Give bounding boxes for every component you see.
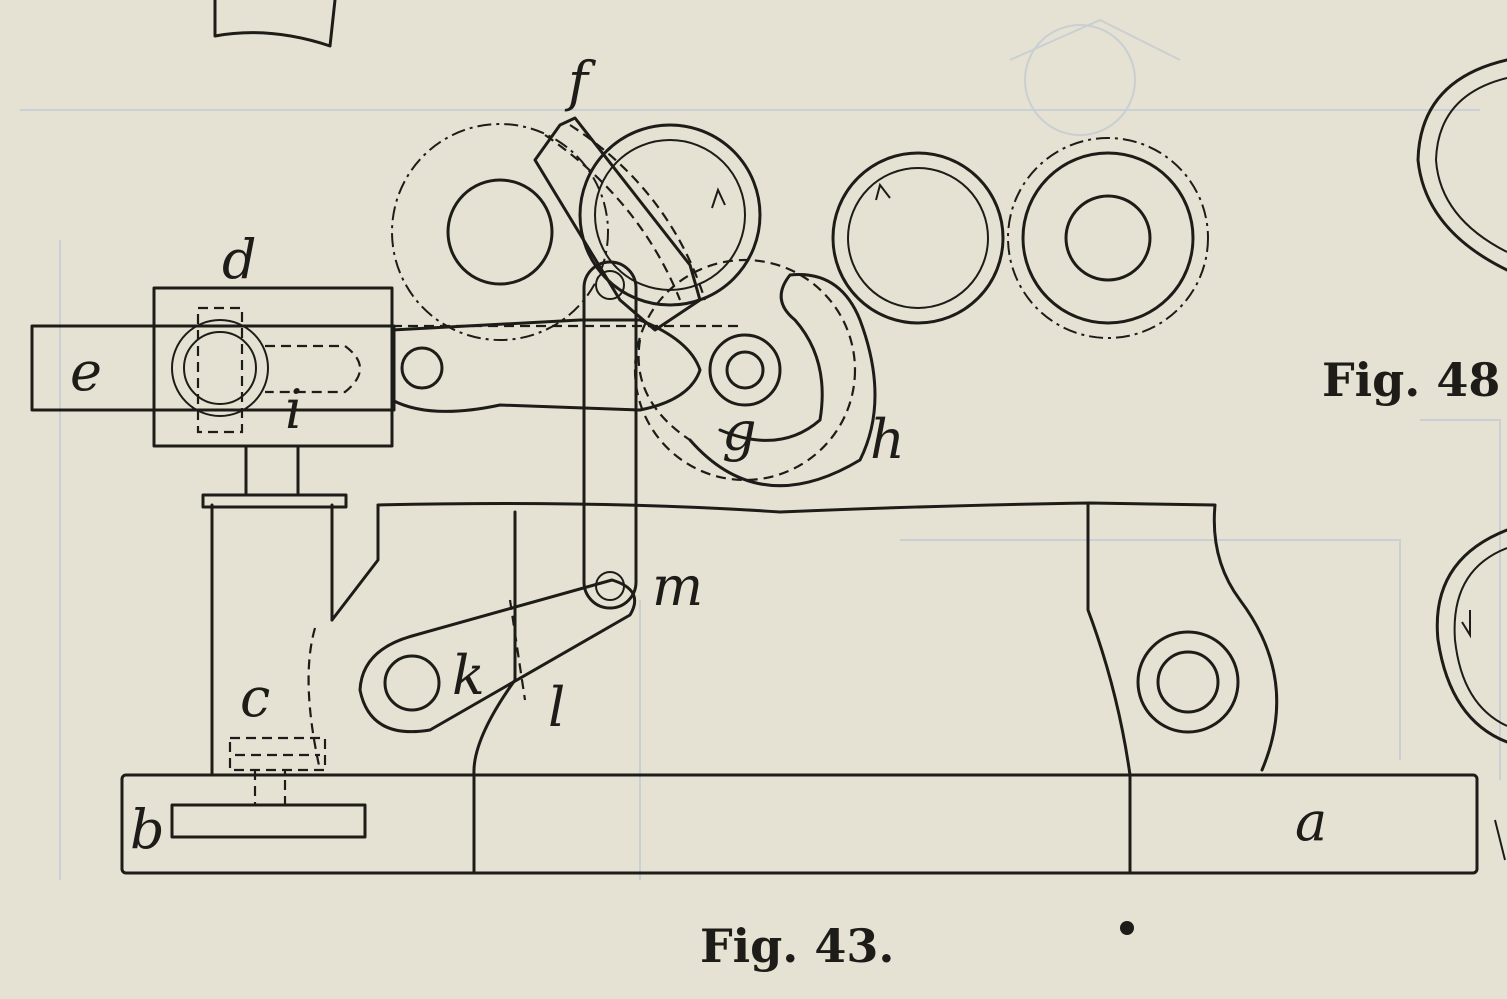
cam-f (533, 116, 707, 332)
head-block-d (30, 286, 396, 448)
show-through-lines (20, 18, 1501, 880)
label-m: m (652, 555, 703, 618)
top-stub (213, 0, 337, 48)
main-frame (307, 501, 1279, 875)
roll-right-a (831, 151, 1005, 325)
label-k: k (452, 644, 485, 707)
fig48-fragment (1416, 58, 1507, 861)
link-rod (582, 260, 638, 610)
roll-right-b (1007, 137, 1209, 339)
left-pillar (170, 446, 367, 839)
label-i: i (285, 378, 302, 441)
crank-arm (390, 318, 740, 413)
hook-h (688, 273, 877, 488)
label-e: e (70, 340, 102, 403)
label-l: l (548, 676, 565, 739)
print-dot (1120, 921, 1134, 935)
base-plate (120, 773, 1479, 875)
label-h: h (870, 408, 905, 471)
roll-g (633, 258, 857, 482)
gear-left (391, 123, 609, 341)
label-d: d (222, 228, 257, 291)
caption-fig48: Fig. 48 (1322, 353, 1500, 407)
label-g: g (722, 400, 757, 463)
caption-fig43: Fig. 43. (700, 919, 894, 973)
label-b: b (130, 798, 165, 861)
foot-c (228, 736, 327, 807)
label-f: f (564, 50, 596, 113)
label-c: c (240, 666, 270, 729)
label-a: a (1295, 790, 1327, 853)
